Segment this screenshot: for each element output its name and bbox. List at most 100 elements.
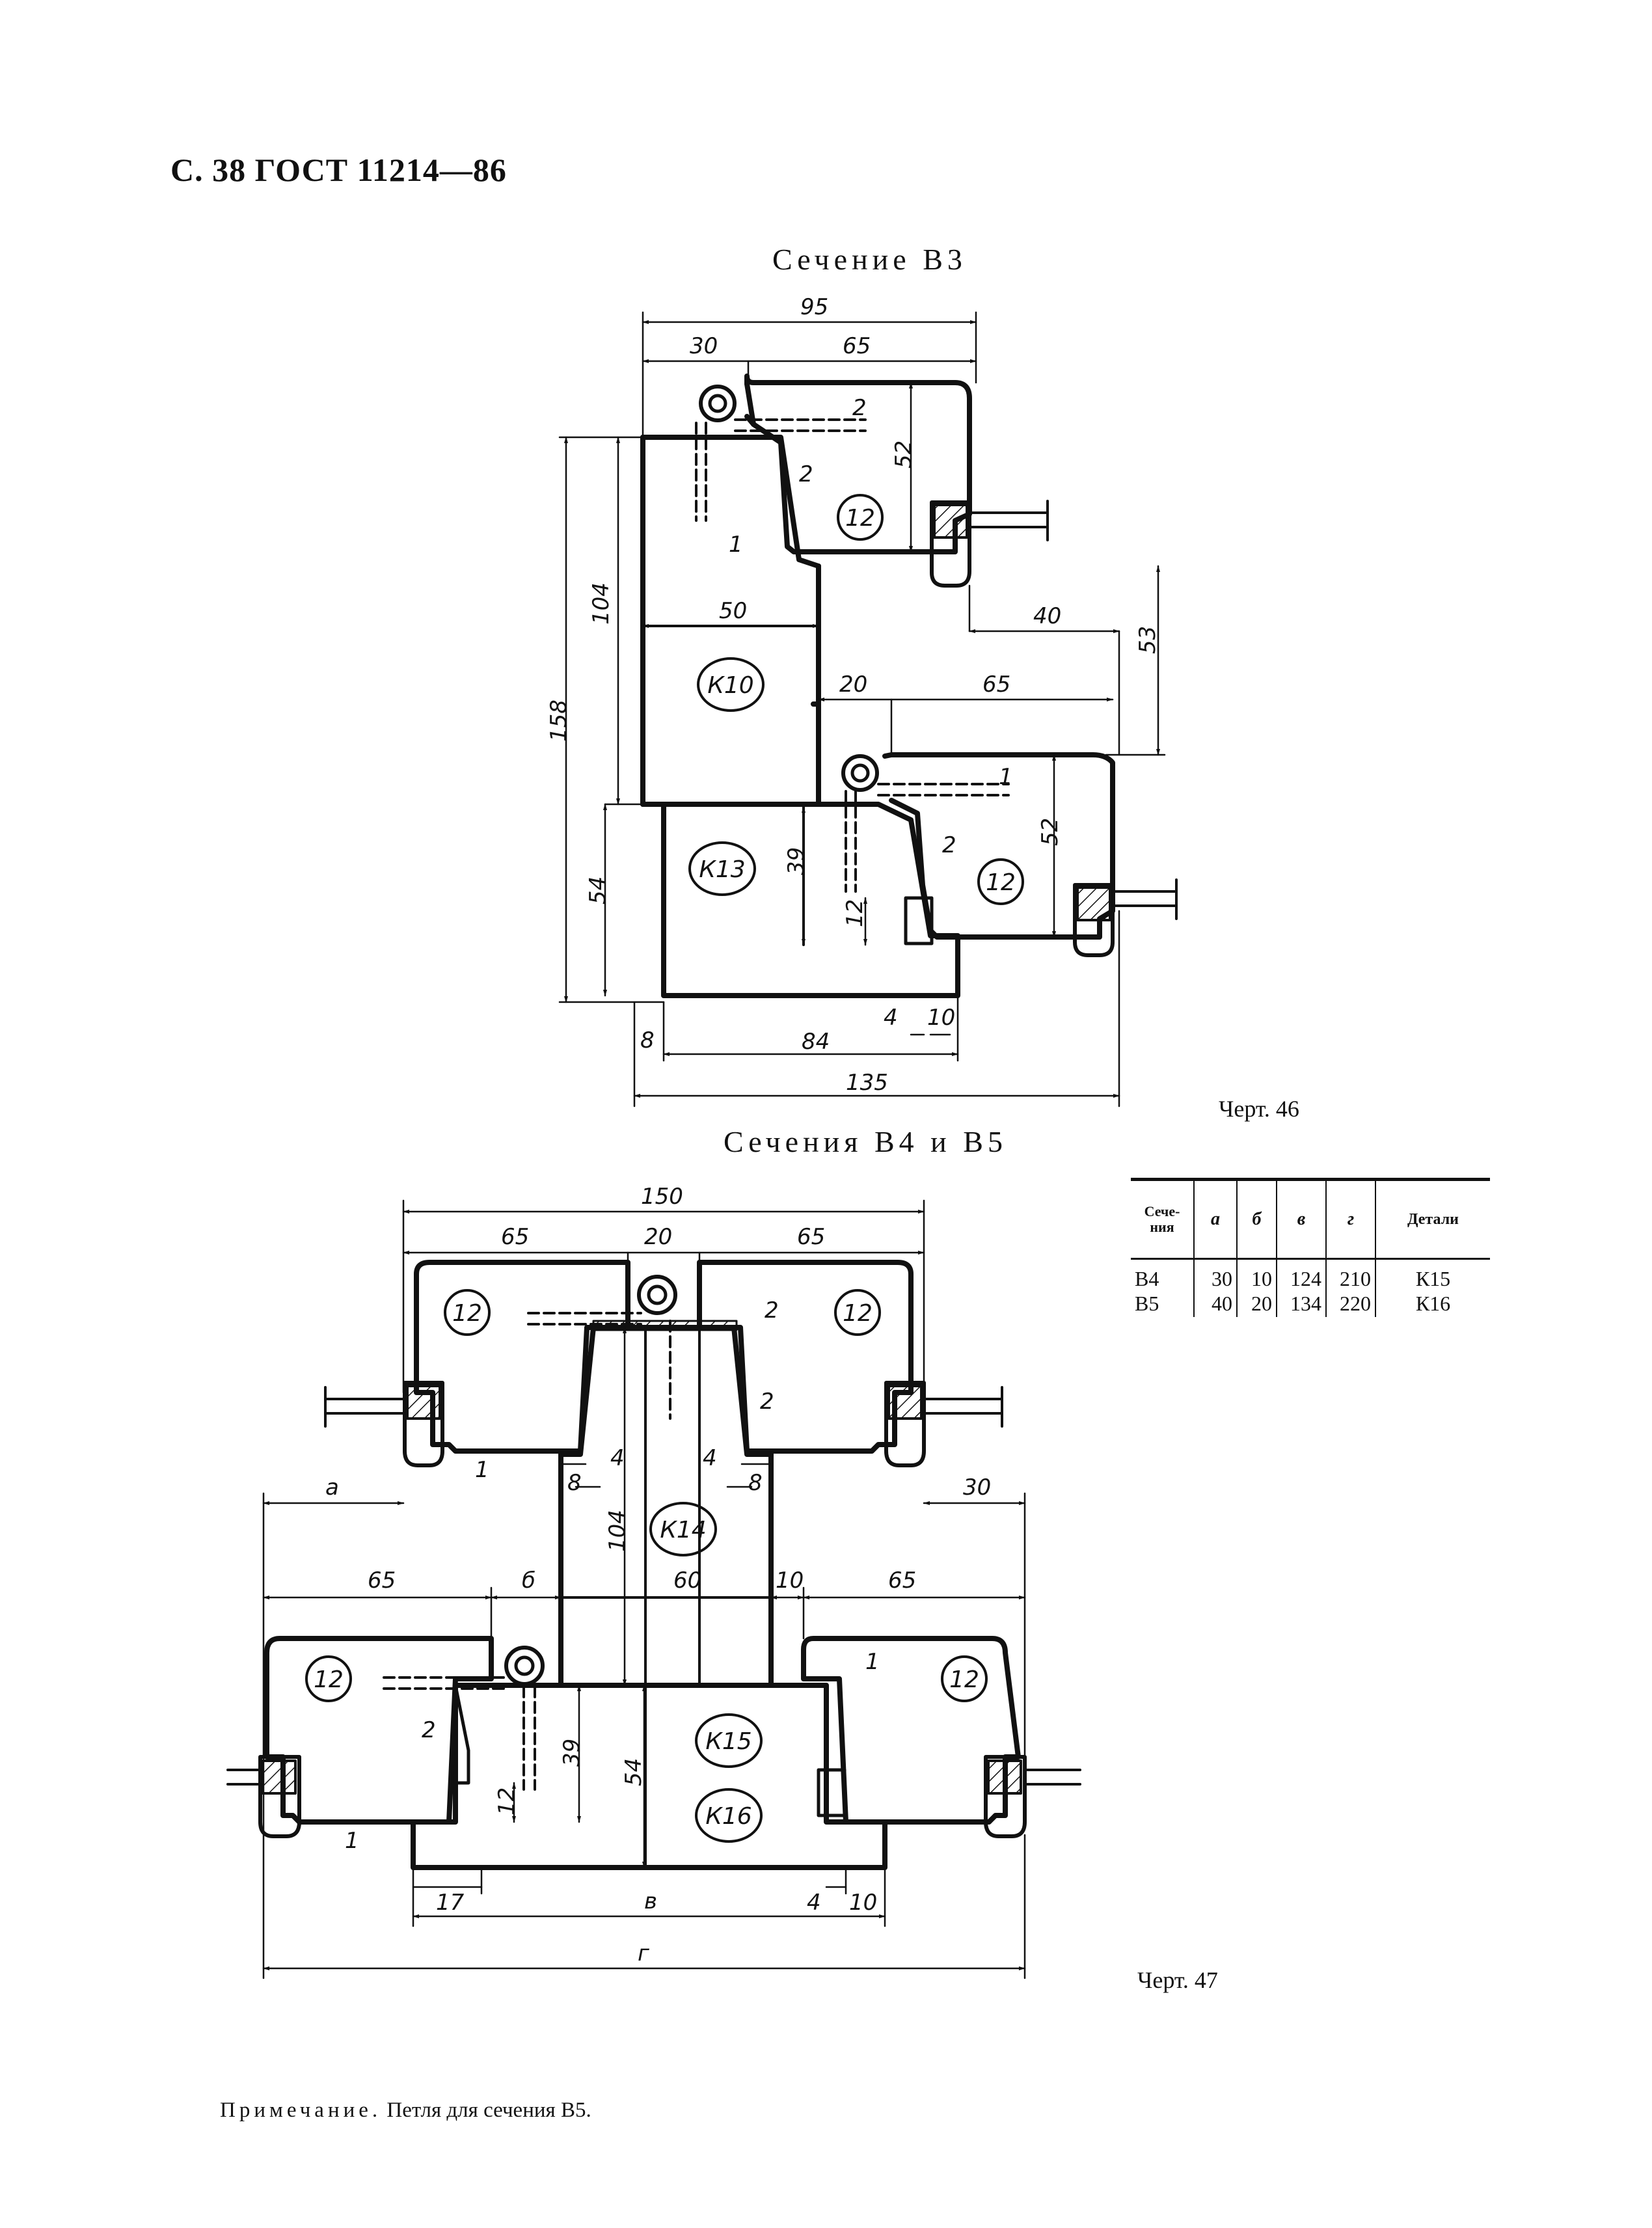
- part-circle-12-br: [941, 1655, 988, 1702]
- part-circle-k15: [695, 1713, 763, 1768]
- footnote: Примечание. Петля для сечения В5.: [220, 2099, 591, 2123]
- part-k14: К14: [660, 1517, 706, 1543]
- dim-g: г: [638, 1940, 650, 1966]
- table-cell: 124: [1276, 1258, 1326, 1292]
- dim-104: 104: [588, 582, 614, 625]
- dim-2-a: 2: [852, 395, 867, 421]
- dim-4-left: 4: [610, 1445, 625, 1471]
- dim-53: 53: [1135, 626, 1161, 654]
- section2-caption: Черт. 47: [1137, 1967, 1218, 1993]
- part-12-tl: 12: [452, 1300, 482, 1327]
- part-circle-k13: [688, 841, 756, 896]
- dim-30: 30: [690, 333, 718, 359]
- dim-1-a: 1: [729, 532, 743, 558]
- dim-12-b: 12: [494, 1787, 520, 1815]
- part-circle-k16: [695, 1788, 763, 1843]
- part-circle-12-tr: [834, 1289, 881, 1336]
- table-header: в: [1276, 1178, 1326, 1260]
- section1-drawing: [558, 311, 1178, 1107]
- dim-2-b: 2: [799, 461, 813, 487]
- dim-2-bottom-left: 2: [422, 1717, 436, 1743]
- section2-drawing: [226, 1199, 1081, 1979]
- part-circle-k14: [649, 1502, 717, 1556]
- part-k13: К13: [699, 856, 745, 883]
- dim-52-top: 52: [891, 441, 917, 469]
- part-12-b: 12: [986, 869, 1016, 896]
- part-12-br: 12: [949, 1666, 979, 1693]
- section1-caption: Черт. 46: [1219, 1096, 1299, 1122]
- dim-65-mid: 65: [982, 672, 1010, 698]
- dimensions-table: Сече- ния а б в г Детали В4 30 10 124 21…: [1131, 1178, 1490, 1317]
- table-header: г: [1325, 1178, 1375, 1260]
- footnote-text: Петля для сечения В5.: [381, 2099, 591, 2122]
- dim-52-bottom: 52: [1037, 818, 1063, 846]
- dim-10-b: 10: [849, 1890, 877, 1916]
- dim-104-b: 104: [604, 1510, 630, 1552]
- page-header: С. 38 ГОСТ 11214—86: [170, 152, 507, 188]
- dim-2-right: 2: [760, 1389, 774, 1415]
- dim-1-b: 1: [999, 764, 1013, 790]
- part-12-bl: 12: [314, 1666, 344, 1693]
- dim-30-b: 30: [963, 1474, 991, 1501]
- dim-8-left: 8: [567, 1470, 582, 1496]
- dim-2-top-right: 2: [765, 1297, 779, 1324]
- part-circle-12-a: [837, 494, 884, 541]
- table-cell: 20: [1236, 1292, 1277, 1317]
- dim-20-top: 20: [644, 1224, 672, 1250]
- dim-8: 8: [640, 1027, 655, 1053]
- table-row: В5 40 20 134 220 К16: [1131, 1292, 1490, 1317]
- dim-12: 12: [842, 899, 868, 927]
- part-12-a: 12: [845, 505, 875, 532]
- dim-158: 158: [546, 700, 572, 742]
- dim-8-right: 8: [748, 1470, 763, 1496]
- footnote-lead: Примечание.: [220, 2099, 382, 2122]
- dim-1-bottom-right: 1: [865, 1649, 880, 1675]
- dim-39: 39: [783, 847, 809, 875]
- table-cell: 134: [1276, 1292, 1326, 1317]
- table-cell: 10: [1236, 1258, 1277, 1292]
- table-header: б: [1236, 1178, 1277, 1260]
- dim-95: 95: [800, 294, 828, 320]
- part-k16: К16: [705, 1803, 752, 1830]
- dim-10: 10: [927, 1005, 955, 1031]
- table-header: а: [1193, 1178, 1237, 1260]
- dim-65-left: 65: [501, 1224, 529, 1250]
- table-cell: К16: [1375, 1292, 1490, 1317]
- dim-20: 20: [839, 672, 867, 698]
- part-12-tr: 12: [843, 1300, 873, 1327]
- dim-b: б: [522, 1568, 535, 1594]
- dim-4: 4: [884, 1005, 898, 1031]
- part-k10: К10: [707, 672, 753, 699]
- table-cell: 30: [1193, 1258, 1237, 1292]
- table-header-row: Сече- ния а б в г Детали: [1131, 1178, 1490, 1260]
- table-cell: В5: [1135, 1292, 1159, 1315]
- dim-1-top-left: 1: [475, 1457, 489, 1483]
- dim-v: в: [644, 1888, 657, 1914]
- part-circle-12-bl: [305, 1655, 352, 1702]
- dim-4-b: 4: [807, 1890, 821, 1916]
- dim-65-top: 65: [843, 333, 871, 359]
- part-k15: К15: [705, 1728, 752, 1755]
- part-circle-12-tl: [444, 1289, 491, 1336]
- table-header: Детали: [1375, 1178, 1490, 1260]
- dim-84: 84: [802, 1029, 830, 1055]
- dim-54: 54: [585, 876, 611, 904]
- dim-10-a: 10: [776, 1568, 804, 1594]
- dim-65-bottom-right: 65: [888, 1568, 916, 1594]
- table-cell: 40: [1193, 1292, 1237, 1317]
- part-circle-k10: [697, 657, 765, 712]
- dim-2-c: 2: [942, 832, 956, 858]
- table-cell: 220: [1325, 1292, 1375, 1317]
- dim-150: 150: [641, 1184, 683, 1210]
- table-header: Сече- ния: [1131, 1178, 1194, 1260]
- dim-50: 50: [719, 598, 747, 624]
- dim-65-right: 65: [797, 1224, 825, 1250]
- dim-54-b: 54: [621, 1758, 647, 1786]
- dim-40: 40: [1033, 603, 1061, 629]
- section2-title: Сечения В4 и В5: [724, 1125, 1007, 1158]
- table-row: В4 30 10 124 210 К15: [1131, 1258, 1490, 1292]
- dim-1-bottom-left: 1: [345, 1828, 359, 1854]
- dim-a: а: [325, 1474, 339, 1501]
- table-cell: В4: [1135, 1267, 1159, 1290]
